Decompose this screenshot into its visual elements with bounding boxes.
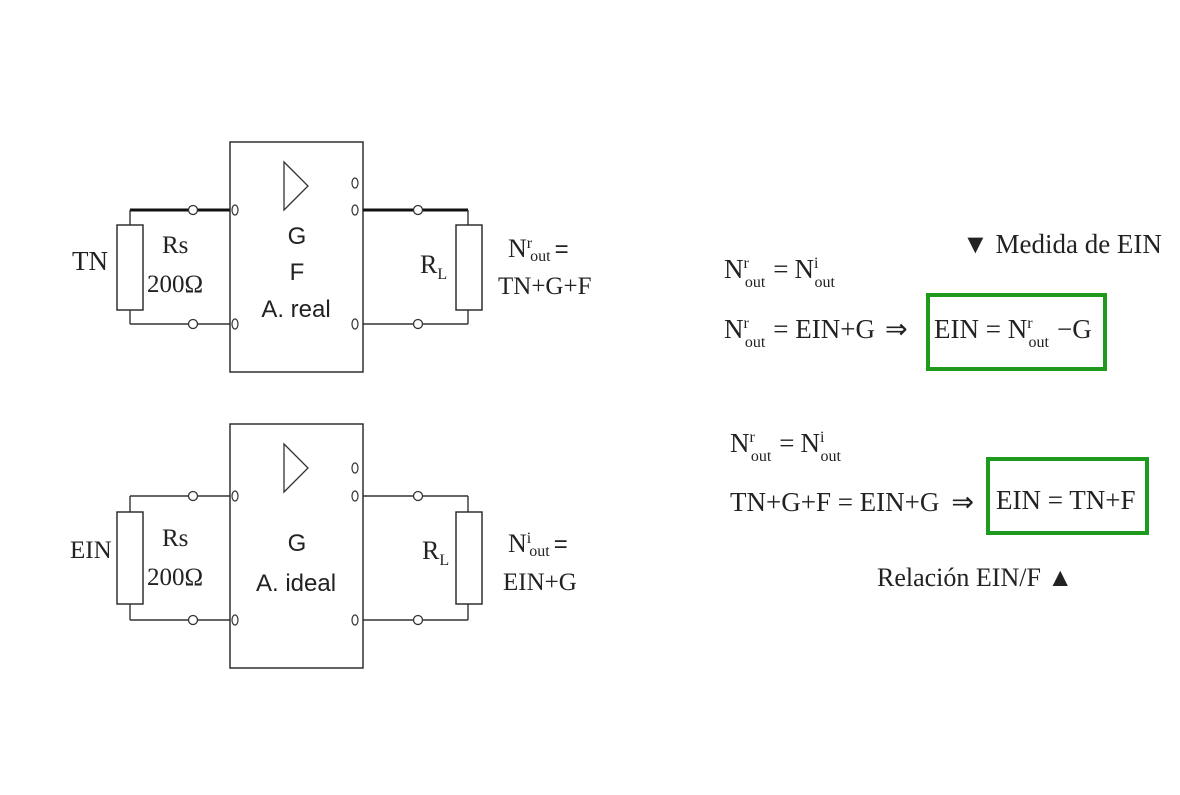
port-out-top-real bbox=[351, 204, 359, 216]
amp-name-real: A. real bbox=[261, 296, 330, 323]
load-resistor-ideal bbox=[455, 511, 483, 605]
rs-label-ideal: Rs bbox=[162, 525, 188, 552]
amp-gain-label-ideal: G bbox=[288, 530, 307, 557]
amplifier-box-ideal bbox=[229, 423, 364, 669]
ein-relation-result: EIN = TN+F bbox=[996, 485, 1135, 515]
ein-relation-result-box bbox=[986, 457, 1149, 535]
source-resistor-ideal bbox=[116, 511, 144, 605]
source-label-real: TN bbox=[72, 246, 108, 276]
ein-measure-result-box bbox=[926, 293, 1107, 371]
source-label-ideal: EIN bbox=[70, 537, 112, 564]
rs-value-real: 200Ω bbox=[147, 271, 203, 298]
rl-label-real: RL bbox=[420, 250, 447, 283]
port-in-top-ideal bbox=[231, 490, 239, 502]
amp-name-ideal: A. ideal bbox=[256, 570, 336, 597]
amplifier-triangle-icon bbox=[283, 442, 309, 494]
port-in-bottom-real bbox=[231, 318, 239, 330]
amplifier-triangle-icon bbox=[283, 160, 309, 212]
rs-label-real: Rs bbox=[162, 232, 188, 259]
source-terminal-top-ideal bbox=[187, 490, 199, 502]
port-out-top-ideal bbox=[351, 490, 359, 502]
port-in-bottom-ideal bbox=[231, 614, 239, 626]
source-resistor-real bbox=[116, 224, 144, 311]
output-noise-expr-ideal: EIN+G bbox=[503, 569, 577, 596]
amp-noise-figure-label-real: F bbox=[290, 259, 305, 286]
load-terminal-top-ideal bbox=[412, 490, 424, 502]
source-terminal-top-real bbox=[187, 204, 199, 216]
rl-label-ideal: RL bbox=[422, 536, 449, 569]
ein-measure-heading: ▼ Medida de EIN bbox=[962, 229, 1162, 259]
rs-value-ideal: 200Ω bbox=[147, 564, 203, 591]
port-aux-ideal bbox=[351, 462, 359, 474]
ein-relation-line2: TN+G+F = EIN+G⇒ bbox=[730, 487, 974, 517]
ein-relation-footer: Relación EIN/F ▲ bbox=[877, 563, 1073, 592]
port-aux-real bbox=[351, 177, 359, 189]
port-in-top-real bbox=[231, 204, 239, 216]
amp-gain-label-real: G bbox=[288, 223, 307, 250]
source-terminal-bottom-real bbox=[187, 318, 199, 330]
load-terminal-bottom-ideal bbox=[412, 614, 424, 626]
source-terminal-bottom-ideal bbox=[187, 614, 199, 626]
amplifier-box-real bbox=[229, 141, 364, 373]
port-out-bottom-ideal bbox=[351, 614, 359, 626]
port-out-bottom-real bbox=[351, 318, 359, 330]
load-resistor-real bbox=[455, 224, 483, 311]
load-terminal-top-real bbox=[412, 204, 424, 216]
load-terminal-bottom-real bbox=[412, 318, 424, 330]
output-noise-expr-real: TN+G+F bbox=[498, 273, 591, 300]
